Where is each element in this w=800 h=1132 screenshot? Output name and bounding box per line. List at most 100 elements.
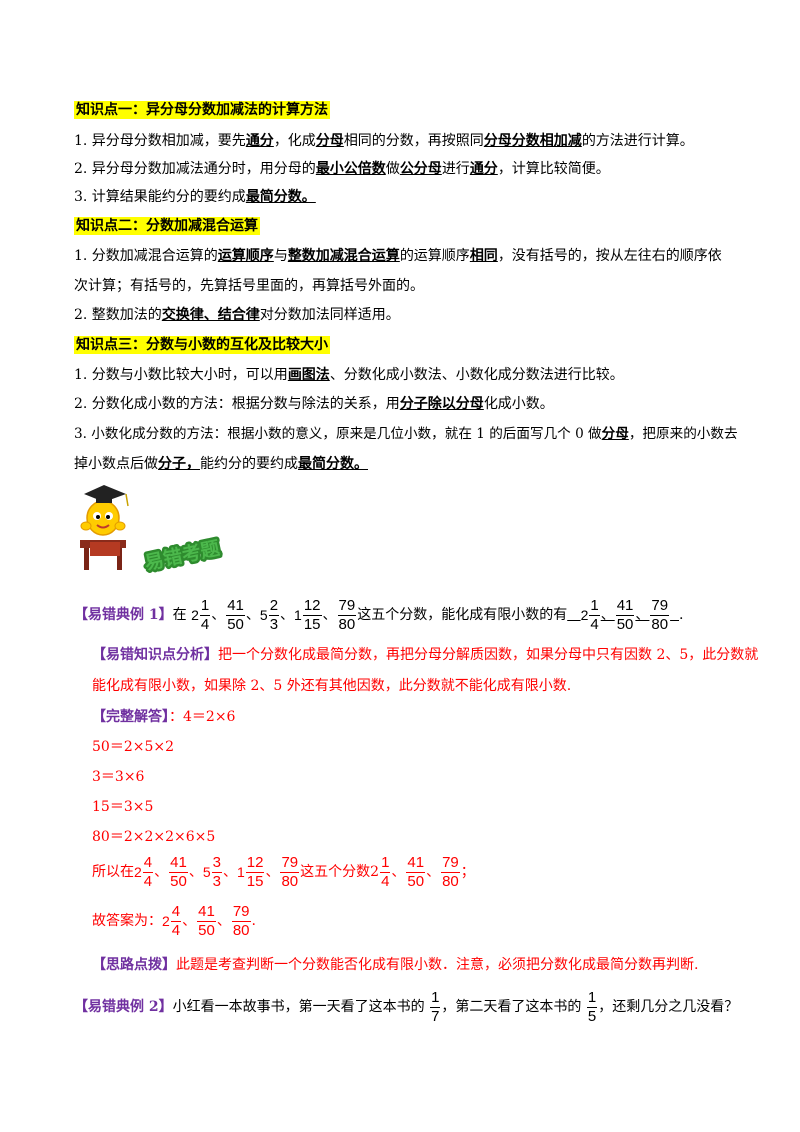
text: ，没有括号的，按从左往右的顺序依 xyxy=(497,248,722,264)
keyword: 分子除以分母 xyxy=(399,396,484,412)
section-1-line-2: 2. 异分母分数加减法通分时，用分母的最小公倍数做公分母进行通分，计算比较简便。 xyxy=(74,159,610,179)
text: 做 xyxy=(385,161,400,177)
text: 故答案为： xyxy=(92,913,162,929)
denominator: 15 xyxy=(302,614,322,633)
denominator: 80 xyxy=(650,614,670,633)
banner-text: 易错考题 xyxy=(143,536,222,574)
text: 3. 小数化成分数的方法：根据小数的意义，原来是几位小数，就在 1 的后面写几个… xyxy=(74,426,602,442)
text: 把一个分数化成最简分数，再把分母分解质因数，如果分母中只有因数 2、5，此分数就 xyxy=(218,647,759,663)
text: 这五个分数，能化成有限小数的有 xyxy=(357,607,568,623)
denominator: 4 xyxy=(170,920,182,939)
text: 相同的分数，再按照同 xyxy=(343,133,484,149)
text: 1. 分数加减混合运算的 xyxy=(74,248,218,264)
hint-line: 【思路点拨】此题是考查判断一个分数能否化成有限小数．注意，必须把分数化成最简分数… xyxy=(92,955,698,975)
example-2-tag: 【易错典例 2】 xyxy=(74,999,173,1015)
analysis-line-1: 【易错知识点分析】把一个分数化成最简分数，再把分母分解质因数，如果分母中只有因数… xyxy=(92,645,758,665)
text: 此题是考查判断一个分数能否化成有限小数．注意，必须把分数化成最简分数再判断. xyxy=(176,957,699,973)
denominator: 3 xyxy=(211,871,222,890)
text: 化成小数。 xyxy=(483,396,554,412)
whole: 2 xyxy=(162,913,170,929)
numerator: 79 xyxy=(232,902,250,920)
denominator: 50 xyxy=(169,871,188,890)
mascot-illustration: 易错考题 易错考题 xyxy=(80,485,224,577)
text: 2. 整数加法的 xyxy=(74,307,162,323)
numerator: 41 xyxy=(407,853,425,871)
whole: 5 xyxy=(202,864,211,880)
text: 对分数加法同样适用。 xyxy=(259,307,400,323)
section-3-line-1: 1. 分数与小数比较大小时，可以用画图法、分数化成小数法、小数化成分数法进行比较… xyxy=(74,365,624,385)
keyword: 分母分数相加减 xyxy=(483,133,582,149)
keyword: 通分 xyxy=(245,133,274,149)
numerator: 12 xyxy=(246,853,264,871)
section-2-title: 知识点二：分数加减混合运算 xyxy=(74,217,260,235)
numerator: 12 xyxy=(303,596,321,614)
section-2-line-2: 2. 整数加法的交换律、结合律对分数加法同样适用。 xyxy=(74,305,400,325)
whole: 2 xyxy=(191,607,199,623)
numerator: 1 xyxy=(587,988,597,1006)
text: ，计算比较简便。 xyxy=(497,161,610,177)
section-2-line-1: 1. 分数加减混合运算的运算顺序与整数加减混合运算的运算顺序相同，没有括号的，按… xyxy=(74,246,722,266)
text: ，还剩几分之几没看？ xyxy=(598,999,739,1015)
numerator: 79 xyxy=(442,853,459,871)
denominator: 80 xyxy=(280,871,300,890)
numerator: 4 xyxy=(143,853,153,871)
whole: 5 xyxy=(259,607,268,623)
solution-line-5: 80＝2×2×2×6×5 xyxy=(92,829,216,845)
denominator: 3 xyxy=(268,614,280,633)
text: 2. 分数化成小数的方法：根据分数与除法的关系，用 xyxy=(74,396,400,412)
section-3-line-3: 3. 小数化成分数的方法：根据小数的意义，原来是几位小数，就在 1 的后面写几个… xyxy=(74,424,738,444)
whole: 2 xyxy=(580,607,589,623)
denominator: 4 xyxy=(199,614,211,633)
numerator: 3 xyxy=(212,853,221,871)
text: 2 xyxy=(370,864,380,880)
denominator: 80 xyxy=(337,614,357,633)
whole: 1 xyxy=(294,607,302,623)
text: 与 xyxy=(273,248,288,264)
text: . xyxy=(679,607,684,623)
text: ，化成 xyxy=(273,133,316,149)
numerator: 79 xyxy=(651,596,669,614)
keyword: 通分 xyxy=(469,161,498,177)
keyword: 运算顺序 xyxy=(217,248,274,264)
text: 进行 xyxy=(441,161,470,177)
text: ； xyxy=(460,864,475,880)
text: 的方法进行计算。 xyxy=(581,133,694,149)
text: ，第二天看了这本书的 xyxy=(441,999,582,1015)
section-3-line-3-cont: 掉小数点后做分子，能约分的要约成最简分数。 xyxy=(74,454,368,474)
text: 的运算顺序 xyxy=(399,248,470,264)
denominator: 50 xyxy=(615,614,635,633)
numerator: 1 xyxy=(431,988,440,1006)
denominator: 50 xyxy=(406,871,426,890)
analysis-tag: 【易错知识点分析】 xyxy=(92,647,218,663)
keyword: 整数加减混合运算 xyxy=(287,248,400,264)
text: ：4＝2×6 xyxy=(169,709,236,725)
numerator: 79 xyxy=(338,596,356,614)
text: 所以在 xyxy=(92,864,134,880)
denominator: 80 xyxy=(441,871,460,890)
denominator: 80 xyxy=(231,920,251,939)
keyword: 画图法 xyxy=(287,367,330,383)
